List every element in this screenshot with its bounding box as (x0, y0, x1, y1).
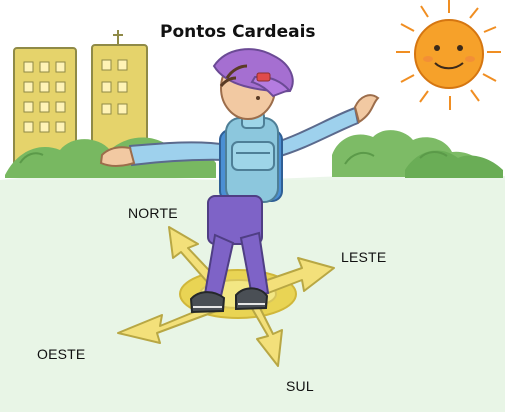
child-figure-icon (99, 48, 380, 314)
buildings-icon (13, 30, 148, 176)
west-label: OESTE (37, 346, 86, 362)
north-label: NORTE (128, 205, 178, 221)
sun-icon (396, 0, 501, 110)
east-label: LESTE (341, 249, 387, 265)
diagram-title: Pontos Cardeais (160, 22, 316, 42)
south-label: SUL (286, 378, 314, 394)
